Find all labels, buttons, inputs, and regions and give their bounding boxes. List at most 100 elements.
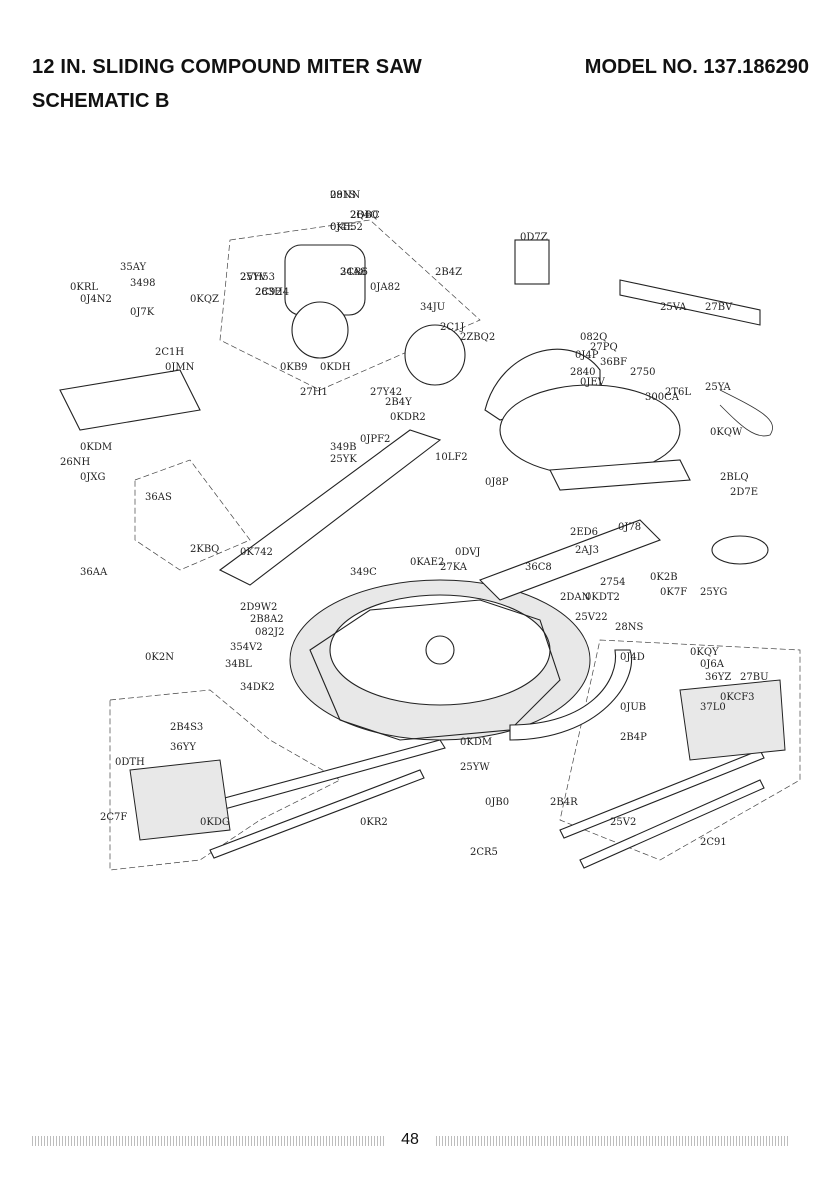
part-label: 0KDR2	[390, 412, 426, 423]
fence-group-outline	[134, 459, 251, 571]
part-label: 2B4Y	[385, 397, 412, 408]
part-label: 36YY	[170, 742, 196, 753]
part-label: 0DTH	[115, 757, 145, 768]
footer-rule-right	[436, 1136, 788, 1146]
part-label: 27BV	[705, 302, 733, 313]
part-label: 354V2	[230, 642, 263, 653]
part-label: 34DK2	[240, 682, 275, 693]
page-title: 12 IN. SLIDING COMPOUND MITER SAW	[32, 56, 422, 78]
part-label: 2ED6	[570, 527, 598, 538]
part-label: 0J8P	[485, 477, 509, 488]
part-label: 0J4N2	[80, 294, 112, 305]
part-label: 0J4P	[575, 350, 599, 361]
part-label: 2B4S3	[170, 722, 203, 733]
right-rail-group-outline	[559, 639, 801, 861]
wrench-part	[719, 389, 773, 437]
part-label: 2D9W2	[240, 602, 277, 613]
part-label: 2B4P	[620, 732, 647, 743]
schematic-title: SCHEMATIC B	[32, 90, 170, 112]
part-label: 25VA	[660, 302, 687, 313]
left-fence-part	[218, 429, 442, 586]
part-label: 0J4D	[620, 652, 645, 663]
part-label: 25V22	[575, 612, 608, 623]
manual-part	[514, 239, 550, 285]
part-label: 0J7K	[130, 307, 155, 318]
part-label: 2C91	[700, 837, 727, 848]
part-label: 36AA	[80, 567, 108, 578]
part-label: 34JU	[420, 302, 445, 313]
bevel-arc-part	[509, 649, 632, 741]
part-label: 0JA82	[370, 282, 400, 293]
part-label: 0J6A	[700, 659, 725, 670]
part-label: 0KDH	[320, 362, 351, 373]
part-label: 2BLQ	[720, 472, 749, 483]
part-label: 25YW	[460, 762, 490, 773]
part-label: 27Y42	[370, 387, 402, 398]
part-label: 082Q	[580, 332, 607, 343]
part-label: 27BU	[740, 672, 769, 683]
part-label: 34A8	[340, 267, 366, 278]
part-label: 28NS	[615, 622, 643, 633]
part-label: 26NH	[60, 457, 90, 468]
blade-flange-part	[404, 324, 466, 386]
right-rail-base-part	[679, 679, 786, 761]
rear-rail-part	[549, 459, 691, 491]
part-label: 28NN	[330, 190, 360, 201]
part-label: 27H1	[300, 387, 328, 398]
right-fence-part	[479, 519, 661, 601]
part-label: 0J4E	[330, 222, 354, 233]
part-label: 2QBC	[350, 210, 380, 221]
part-label: 0JPF2	[360, 434, 390, 445]
part-label: 2KBQ	[190, 544, 219, 555]
model-number: MODEL NO. 137.186290	[584, 56, 809, 78]
part-label: 36BF	[600, 357, 627, 368]
part-label: 2D7E	[730, 487, 758, 498]
part-label: 2B4Q	[350, 210, 378, 221]
part-label: 2B4R	[550, 797, 578, 808]
part-label: 2B4Z	[435, 267, 462, 278]
part-label: 25YK	[330, 454, 357, 465]
part-label: 27KA	[440, 562, 468, 573]
slide-bar-top-part	[619, 279, 761, 326]
part-label: 283H4	[255, 287, 289, 298]
part-label: 0KAE2	[410, 557, 444, 568]
part-label: 0KQZ	[190, 294, 219, 305]
part-label: 25YG	[700, 587, 727, 598]
motor-end-cap-part	[291, 301, 349, 359]
part-label: 35AY	[120, 262, 147, 273]
part-label: 3498	[130, 278, 155, 289]
part-label: 091S	[330, 190, 356, 201]
part-label: 0KQW	[710, 427, 743, 438]
part-label: 0JXG	[80, 472, 105, 483]
clamp-knob-part	[711, 535, 769, 565]
right-slide-rod-lower-part	[579, 779, 765, 869]
part-label: 2DAN	[560, 592, 591, 603]
part-label: 2C92	[255, 287, 282, 298]
part-label: 0KDG	[200, 817, 230, 828]
left-slide-rod-lower-part	[209, 769, 425, 859]
part-label: 2C1H	[155, 347, 184, 358]
part-label: 349C	[350, 567, 377, 578]
page-number: 48	[401, 1131, 419, 1148]
part-label: 0K7F	[660, 587, 687, 598]
base-frame-part	[309, 599, 561, 741]
part-label: 0K742	[240, 547, 273, 558]
left-rail-group-outline	[109, 689, 341, 871]
part-label: 27PQ	[590, 342, 618, 353]
part-label: 36YZ	[705, 672, 731, 683]
part-label: 0D7Z	[520, 232, 548, 243]
part-label: 34BL	[225, 659, 252, 670]
part-label: 37L0	[700, 702, 726, 713]
part-label: 0JB0	[485, 797, 509, 808]
part-label: 2840	[570, 367, 595, 378]
footer-rule-left	[32, 1136, 384, 1146]
part-label: 0KRL	[70, 282, 98, 293]
page-footer: 48	[32, 1131, 788, 1149]
part-label: 0KCF3	[720, 692, 755, 703]
part-label: 2VH53	[240, 272, 275, 283]
part-label: 2AJ3	[575, 545, 599, 556]
part-label: 0J78	[618, 522, 641, 533]
turntable-hub-part	[425, 635, 455, 665]
